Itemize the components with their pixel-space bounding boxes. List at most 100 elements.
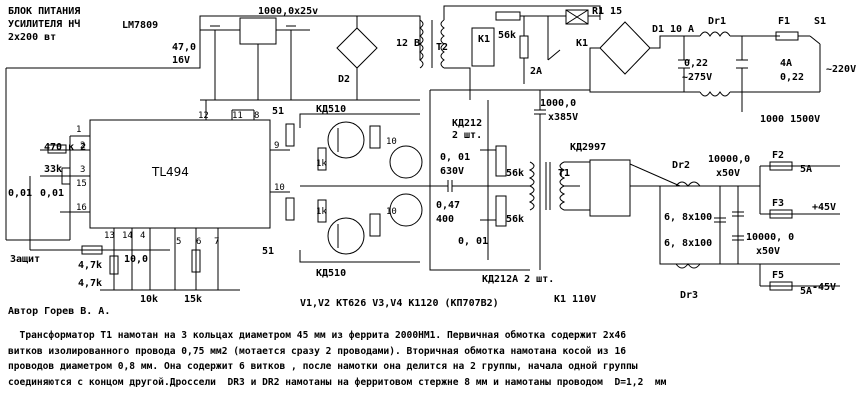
c47-label: 47,0	[172, 42, 196, 53]
author-label: Автор Горев В. А.	[8, 306, 110, 317]
kd212a-label: КД212А 2 шт.	[482, 274, 554, 285]
f2-current-label: 5А	[800, 164, 812, 175]
d1-label: D1	[652, 24, 664, 35]
plus-45v-label: +45V	[812, 202, 836, 213]
pin-9: 9	[274, 141, 279, 151]
c001d-label: 0,01	[40, 188, 64, 199]
description-line-3: проводов диаметром 0,8 мм. Она содержит …	[8, 361, 638, 372]
t1-transformer	[528, 161, 535, 211]
wires	[5, 5, 840, 291]
k1-relay	[471, 27, 495, 67]
t1-label: Т1	[558, 168, 570, 179]
pin-6: 6	[196, 237, 201, 247]
title-line-2: УСИЛИТЕЛЯ НЧ	[8, 18, 80, 30]
mosfet-v4	[389, 193, 423, 227]
mosfet-v3	[389, 145, 423, 179]
kd212-label: КД212	[452, 118, 482, 129]
r115-resistor	[565, 9, 589, 25]
description-line-1: Трансформатор Т1 намотан на 3 кольцах ди…	[8, 330, 627, 341]
pin-5: 5	[176, 237, 181, 247]
c68a-label: 6, 8х100	[664, 212, 712, 223]
r1k-top-label: 1k	[316, 159, 327, 169]
r56k-a-label: 56k	[506, 168, 524, 179]
title-line-3: 2х200 вт	[8, 32, 56, 43]
r15k-label: 15k	[184, 294, 202, 305]
c10000b-label: 10000, 0	[746, 232, 794, 243]
chip-label: TL494	[151, 165, 189, 179]
k1-110v-note: К1 110V	[554, 294, 596, 305]
r47k-a-label: 4,7k	[78, 260, 102, 271]
kd212-count-label: 2 шт.	[452, 130, 482, 141]
r10-top-label: 10	[386, 137, 397, 147]
description-block: Трансформатор Т1 намотан на 3 кольцах ди…	[8, 328, 860, 390]
d1-bridge	[599, 21, 651, 75]
lm7809-label: LM7809	[122, 20, 158, 31]
c1000-25v-label: 1000,0х25v	[258, 6, 318, 17]
c022v-label: ~275V	[682, 72, 712, 83]
pin-14: 14	[122, 231, 133, 241]
r33k-label: 33k	[44, 164, 62, 175]
r47k-b-label: 4,7k	[78, 278, 102, 289]
r51-bottom-label: 51	[262, 246, 274, 257]
c001c-label: 0,01	[8, 188, 32, 199]
dr2-label: Dr2	[672, 160, 690, 171]
c1000-385v-label: 1000,0	[540, 98, 576, 109]
description-line-4: соединяются с концом другой.Дроссели DR3…	[8, 376, 667, 388]
pin-1: 1	[76, 125, 81, 135]
transistor-v2	[327, 217, 365, 255]
lm7809-regulator	[239, 17, 277, 45]
c10-label: 10,0	[124, 254, 148, 265]
c400-label: 400	[436, 214, 454, 225]
c022a-label: 0,22	[684, 58, 708, 69]
r470k-label: 470 к 2	[44, 142, 86, 153]
d2-label: D2	[338, 74, 350, 85]
f3-label: F3	[772, 198, 784, 209]
f3-fuse	[769, 209, 793, 219]
description-line-2: витков изолированного провода 0,75 мм2 (…	[8, 345, 627, 357]
t2-label: Т2	[436, 42, 448, 53]
f5-current-label: 5А	[800, 286, 812, 297]
c001b-label: 0, 01	[458, 236, 488, 247]
protection-label: Защит	[10, 254, 40, 265]
r51-top-label: 51	[272, 106, 284, 117]
pin-4: 4	[140, 231, 145, 241]
pin-2: 2	[80, 141, 85, 151]
f5-label: F5	[772, 270, 784, 281]
f1-label: F1	[778, 16, 790, 27]
c022b-label: 0,22	[780, 72, 804, 83]
k1b-label: К1	[576, 38, 588, 49]
pin-10: 10	[274, 183, 285, 193]
c1000-1500v-label: 1000 1500V	[760, 114, 820, 125]
dr1-choke	[699, 31, 731, 37]
v12-label: 12 В	[396, 38, 420, 49]
kd2997-bridge	[589, 159, 631, 217]
transistor-v1	[327, 121, 365, 159]
c47-voltage-label: 16V	[172, 55, 190, 66]
mains-label: ~220V	[826, 64, 856, 75]
r10-bottom-label: 10	[386, 207, 397, 217]
d1-current-label: 10 А	[670, 24, 694, 35]
c10000a-label: 10000,0	[708, 154, 750, 165]
f5-fuse	[769, 281, 793, 291]
tl494-chip	[89, 119, 271, 229]
dr1-label: Dr1	[708, 16, 726, 27]
c1000-385v-voltage-label: х385V	[548, 112, 578, 123]
r56k-b-label: 56k	[506, 214, 524, 225]
r1k-bottom-label: 1k	[316, 207, 327, 217]
r56k-top-label: 56k	[498, 30, 516, 41]
c68b-label: 6, 8х100	[664, 238, 712, 249]
c047-label: 0,47	[436, 200, 460, 211]
title-line-1: БЛОК ПИТАНИЯ	[8, 6, 80, 17]
f2-label: F2	[772, 150, 784, 161]
dr3-label: Dr3	[680, 290, 698, 301]
pin-16: 16	[76, 203, 87, 213]
c001-label: 0, 01	[440, 152, 470, 163]
pin-3: 3	[80, 165, 85, 175]
pin-12: 12	[198, 111, 209, 121]
c10000a-voltage-label: х50V	[716, 168, 740, 179]
r115-label: R1 15	[592, 6, 622, 17]
t2-transformer	[419, 19, 424, 69]
transistors-note: V1,V2 КТ626 V3,V4 К1120 (КП707В2)	[300, 298, 499, 309]
s1-label: S1	[814, 16, 826, 27]
